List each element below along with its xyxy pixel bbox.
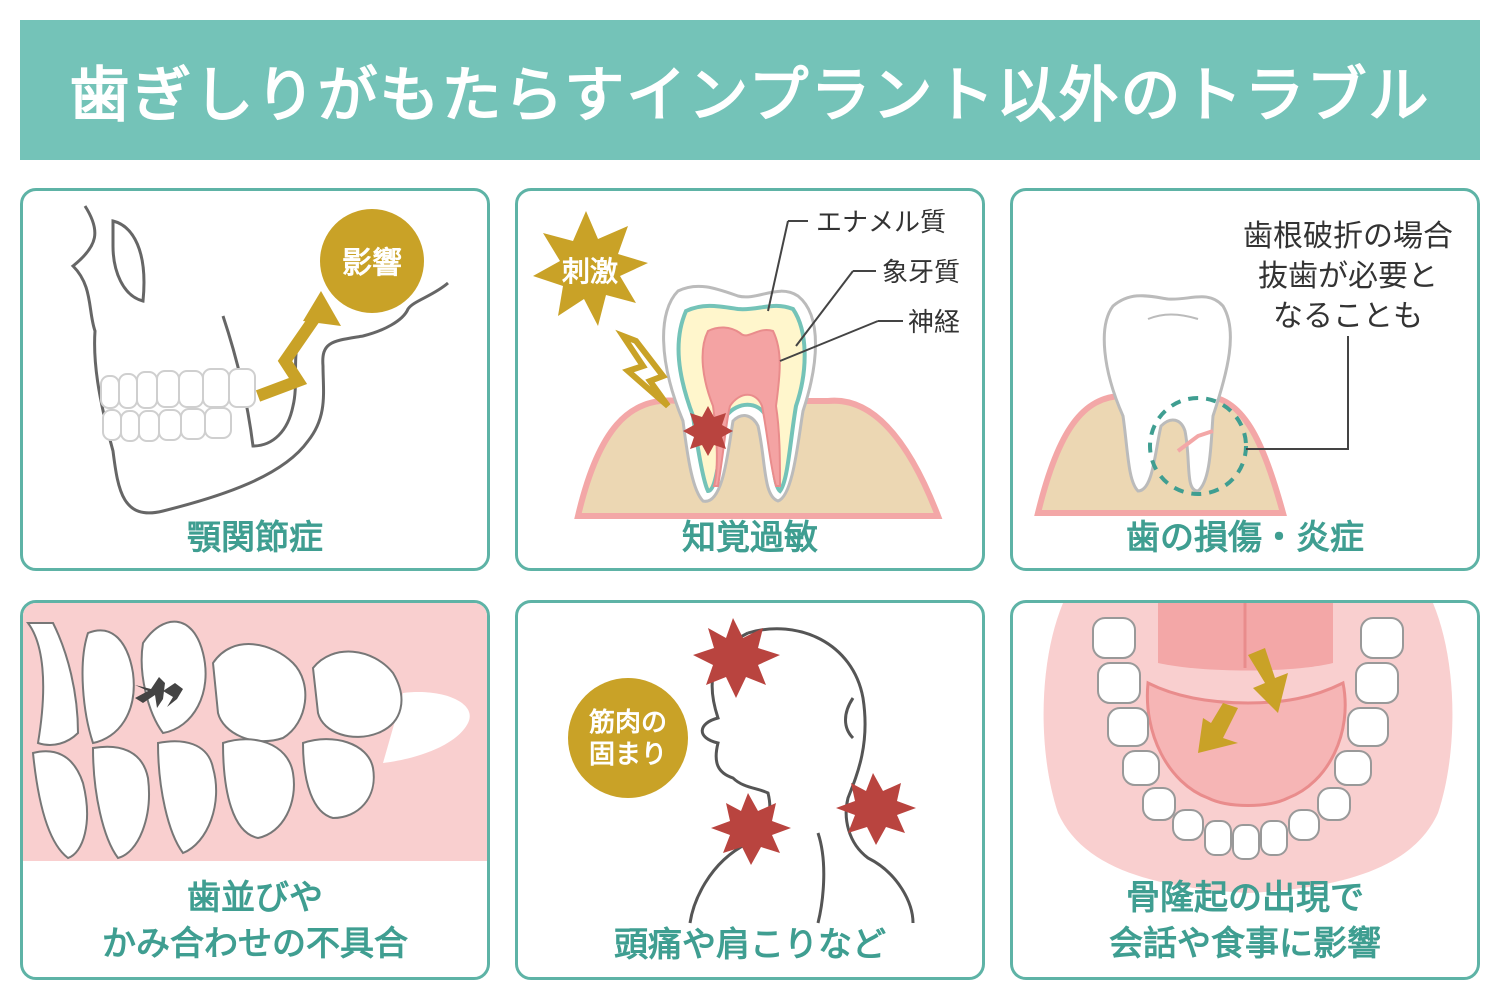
lightning-icon bbox=[615, 329, 671, 409]
lower-jaw-icon bbox=[1043, 603, 1453, 893]
label-dentin: 象牙質 bbox=[882, 258, 960, 288]
caption-damage: 歯の損傷・炎症 bbox=[1126, 518, 1364, 558]
caption-line-2: かみ合わせの不具合 bbox=[102, 924, 408, 964]
cracked-tooth-icon: 歯根破折の場合 抜歯が必要と なることも bbox=[1034, 219, 1453, 516]
head-silhouette-icon: 筋肉の 固まり bbox=[568, 618, 916, 924]
caption-bone: 骨隆起の出現で 会話や食事に影響 bbox=[1013, 875, 1477, 967]
skull-icon: 影響 bbox=[70, 205, 449, 515]
caption-tmj: 顎関節症 bbox=[187, 518, 323, 558]
badge-stimulus: 刺激 bbox=[562, 255, 618, 288]
badge-circle bbox=[568, 678, 688, 798]
panel-misalignment: 歯並びや かみ合わせの不具合 bbox=[20, 600, 490, 980]
pain-burst-icon bbox=[693, 618, 780, 698]
arrow-icon bbox=[1248, 648, 1288, 713]
grind-mark-icon bbox=[135, 677, 183, 708]
badge-line-2: 固まり bbox=[589, 740, 667, 770]
pain-burst-icon bbox=[683, 406, 733, 456]
badge-influence: 影響 bbox=[342, 246, 402, 281]
teeth-side-view-icon bbox=[23, 603, 487, 861]
caption-line-1: 歯並びや bbox=[187, 878, 323, 918]
title-banner: 歯ぎしりがもたらすインプラント以外のトラブル bbox=[20, 20, 1480, 160]
tooth-cross-section-icon: 刺激 エナメル質 象牙質 神経 bbox=[533, 208, 960, 519]
note-line-3: なることも bbox=[1273, 299, 1423, 334]
badge-circle bbox=[320, 209, 424, 313]
caption-sensitivity: 知覚過敏 bbox=[682, 518, 818, 558]
focus-circle bbox=[1148, 396, 1248, 496]
note-line-1: 歯根破折の場合 bbox=[1243, 219, 1453, 254]
panel-tmj: 影響 顎関節症 bbox=[20, 188, 490, 571]
panel-sensitivity: 刺激 エナメル質 象牙質 神経 知覚過敏 bbox=[515, 188, 985, 571]
label-enamel: エナメル質 bbox=[816, 208, 946, 238]
caption-line-2: 会話や食事に影響 bbox=[1109, 924, 1381, 964]
panel-headache: 筋肉の 固まり 頭痛や肩こりなど bbox=[515, 600, 985, 980]
caption-line-1: 骨隆起の出現で bbox=[1126, 878, 1364, 918]
arrow-icon bbox=[255, 305, 326, 402]
caption-misalignment: 歯並びや かみ合わせの不具合 bbox=[23, 875, 487, 967]
caption-headache: 頭痛や肩こりなど bbox=[614, 925, 886, 965]
stimulus-burst bbox=[533, 211, 648, 326]
badge-line-1: 筋肉の bbox=[589, 707, 667, 738]
label-nerve: 神経 bbox=[908, 308, 960, 338]
page-title: 歯ぎしりがもたらすインプラント以外のトラブル bbox=[69, 60, 1431, 131]
panel-damage: 歯根破折の場合 抜歯が必要と なることも 歯の損傷・炎症 bbox=[1010, 188, 1480, 571]
note-line-2: 抜歯が必要と bbox=[1258, 259, 1438, 294]
panel-bone: 骨隆起の出現で 会話や食事に影響 bbox=[1010, 600, 1480, 980]
